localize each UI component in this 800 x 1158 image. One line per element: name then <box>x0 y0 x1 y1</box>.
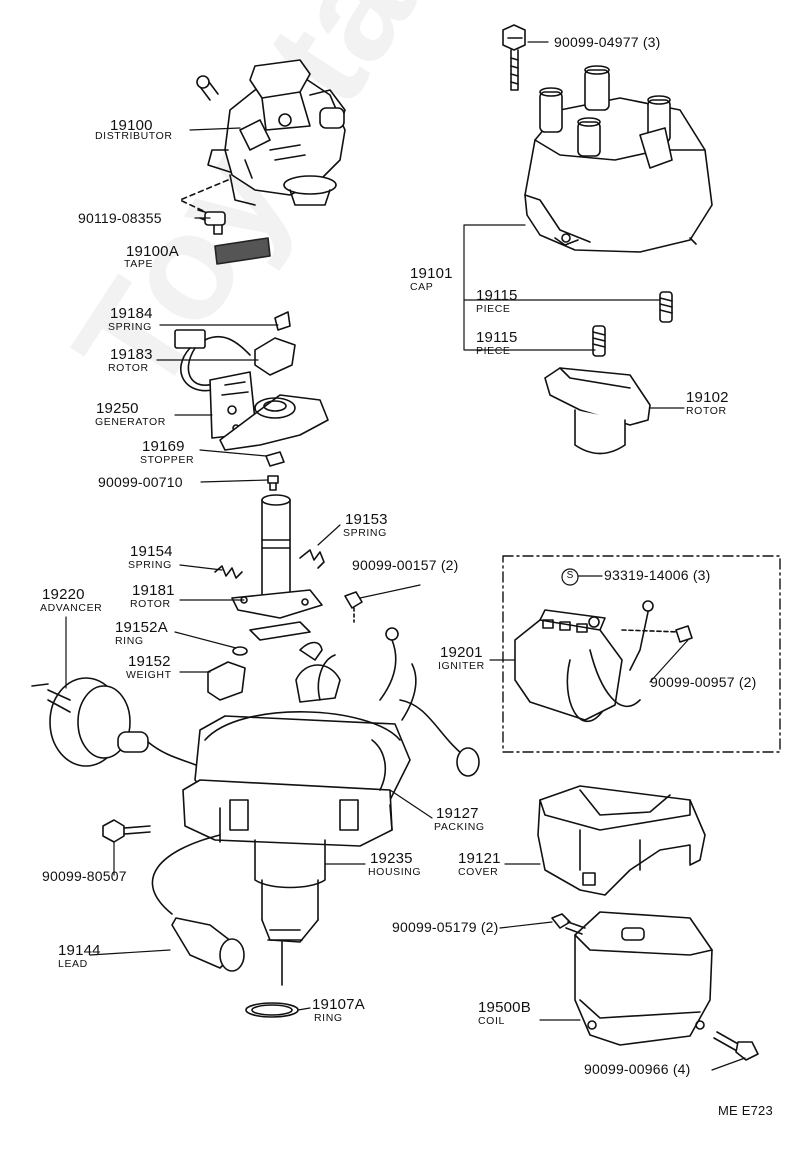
label-19152a-name: RING <box>115 635 144 647</box>
label-19101-number: 19101 <box>410 265 453 282</box>
label-19144-number: 19144 <box>58 942 101 959</box>
label-19184-number: 19184 <box>110 305 153 322</box>
label-19169-name: STOPPER <box>140 454 195 466</box>
label-19127-name: PACKING <box>434 821 485 833</box>
vacuum-advancer-drawing <box>31 677 207 771</box>
label-19235-name: HOUSING <box>368 866 422 878</box>
label-19183-number: 19183 <box>110 346 153 363</box>
cover-drawing <box>537 785 706 896</box>
label-90099-00157: 90099-00157 (2) <box>352 557 459 573</box>
rotor-drawing <box>544 367 651 455</box>
signal-generator-drawing <box>174 311 329 491</box>
label-90099-00710: 90099-00710 <box>98 474 183 490</box>
label-90099-04977: 90099-04977 (3) <box>554 34 661 50</box>
label-19500b-number: 19500B <box>478 999 531 1016</box>
housing-drawing <box>102 627 480 1018</box>
diagram-code: ME E723 <box>718 1103 773 1118</box>
label-19152-name: WEIGHT <box>126 669 172 681</box>
leader-lines <box>65 41 746 1071</box>
label-19152-number: 19152 <box>128 653 171 670</box>
label-90119-08355: 90119-08355 <box>78 210 162 226</box>
label-19144-name: LEAD <box>58 958 88 970</box>
label-19121-number: 19121 <box>458 850 501 867</box>
label-19100a-name: TAPE <box>124 258 154 270</box>
label-19184-name: SPRING <box>108 321 152 333</box>
label-19115-lower-name: PIECE <box>476 345 511 357</box>
label-19101-name: CAP <box>410 281 434 293</box>
label-19100-name: DISTRIBUTOR <box>95 130 173 142</box>
distributor-assembly-drawing <box>179 59 346 265</box>
igniter-drawing <box>502 555 781 753</box>
label-19100a-number: 19100A <box>126 243 179 260</box>
piece-drawing <box>592 291 673 357</box>
label-19153-number: 19153 <box>345 511 388 528</box>
label-19220-name: ADVANCER <box>40 602 103 614</box>
label-19102-number: 19102 <box>686 389 729 406</box>
label-19154-name: SPRING <box>128 559 172 571</box>
label-19115-upper-name: PIECE <box>476 303 511 315</box>
label-19107a-name: RING <box>314 1012 343 1024</box>
label-19250-number: 19250 <box>96 400 139 417</box>
label-19500b-name: COIL <box>478 1015 505 1027</box>
label-19181-number: 19181 <box>132 582 175 599</box>
label-19102-name: ROTOR <box>686 405 727 417</box>
label-19169-number: 19169 <box>142 438 185 455</box>
label-19152a-number: 19152A <box>115 619 168 636</box>
label-19181-name: ROTOR <box>130 598 171 610</box>
bolt-drawing <box>502 24 526 91</box>
label-19235-number: 19235 <box>370 850 413 867</box>
label-19183-name: ROTOR <box>108 362 149 374</box>
distributor-cap-drawing <box>524 65 713 253</box>
label-19250-name: GENERATOR <box>95 416 166 428</box>
label-19201-number: 19201 <box>440 644 483 661</box>
label-19107a-number: 19107A <box>312 996 365 1013</box>
label-19154-number: 19154 <box>130 543 173 560</box>
label-19100-number: 19100 <box>110 117 153 134</box>
label-19121-name: COVER <box>458 866 499 878</box>
label-90099-80507: 90099-80507 <box>42 868 127 884</box>
label-19127-number: 19127 <box>436 805 479 822</box>
label-93319-14006: 93319-14006 (3) <box>604 567 711 583</box>
label-19153-name: SPRING <box>343 527 387 539</box>
ignition-coil-drawing <box>551 911 759 1061</box>
label-19115-upper-number: 19115 <box>476 287 518 304</box>
label-19115-lower-number: 19115 <box>476 329 518 346</box>
label-90099-00957: 90099-00957 (2) <box>650 674 757 690</box>
label-90099-05179: 90099-05179 (2) <box>392 919 499 935</box>
governor-shaft-drawing <box>207 494 363 703</box>
label-19201-name: IGNITER <box>438 660 485 672</box>
label-90099-00966: 90099-00966 (4) <box>584 1061 691 1077</box>
label-93319-symbol: S <box>566 570 574 581</box>
lead-drawing <box>151 834 245 972</box>
label-19220-number: 19220 <box>42 586 85 603</box>
